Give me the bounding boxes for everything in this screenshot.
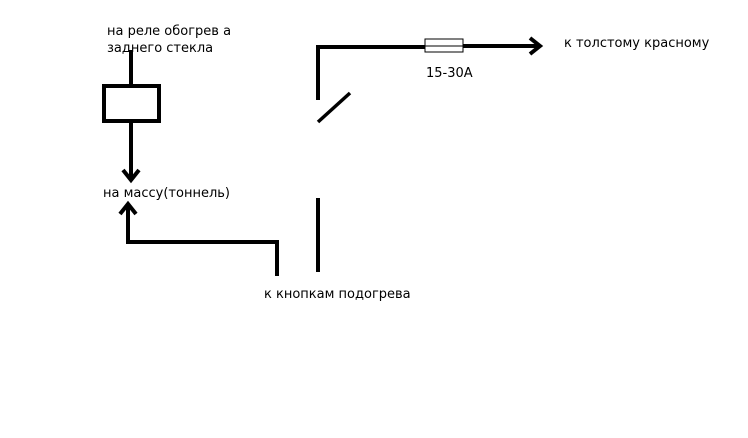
- ground-wire: [126, 204, 279, 276]
- relay-label-line2: заднего стекла: [107, 41, 214, 56]
- relay-label-line1: на реле обогрев а: [107, 24, 232, 39]
- to-buttons-label: к кнопкам подогрева: [264, 287, 411, 302]
- fuse-rating-label: 15-30A: [426, 66, 473, 81]
- switch-wire-upper: [316, 45, 425, 100]
- arrow-right-icon: [528, 36, 544, 56]
- to-red-label: к толстому красному: [564, 36, 710, 51]
- ground-label: на массу(тоннель): [103, 186, 230, 201]
- arrow-up-icon: [118, 200, 138, 216]
- arrow-down-icon: [121, 168, 141, 184]
- relay-box: [102, 84, 161, 123]
- switch-blade: [316, 91, 352, 124]
